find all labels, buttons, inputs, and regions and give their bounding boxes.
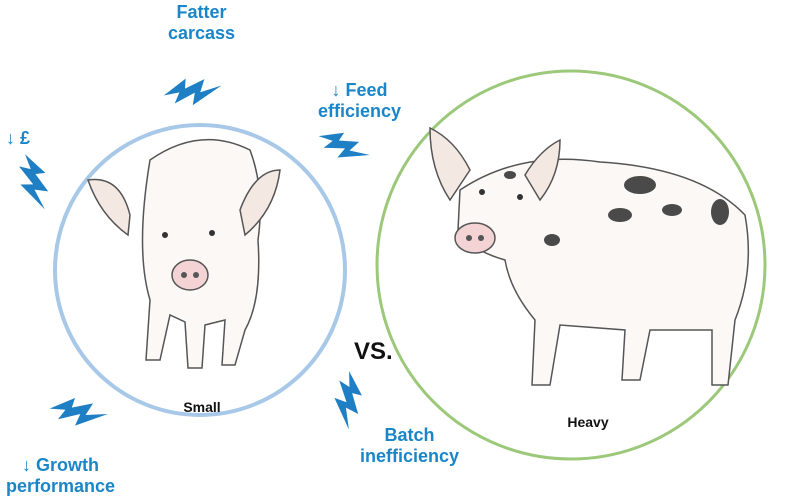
bolt-feed-efficiency-icon xyxy=(317,119,370,174)
effect-feed-efficiency-line2: efficiency xyxy=(318,101,401,122)
effect-feed-efficiency: ↓ Feed efficiency xyxy=(318,80,401,122)
bolt-batch-inefficiency-icon xyxy=(319,370,378,430)
effect-batch-inefficiency-line1: Batch xyxy=(360,425,459,446)
bolt-growth-performance-icon xyxy=(48,382,107,441)
effect-fatter-carcass-line1: Fatter xyxy=(168,2,235,23)
effect-fatter-carcass: Fatter carcass xyxy=(168,2,235,44)
bolt-fatter-carcass-icon xyxy=(163,63,221,119)
effect-batch-inefficiency: Batch inefficiency xyxy=(360,425,459,467)
small-pig-label: Small xyxy=(172,399,232,415)
effect-money-text: ↓ £ xyxy=(6,128,30,149)
heavy-pig-label: Heavy xyxy=(558,414,618,430)
effect-fatter-carcass-line2: carcass xyxy=(168,23,235,44)
heavy-pig-illustration xyxy=(430,128,748,385)
effect-growth-performance-line2: performance xyxy=(6,476,115,497)
bolt-money-icon xyxy=(8,154,60,210)
effect-batch-inefficiency-line2: inefficiency xyxy=(360,446,459,467)
versus-label: VS. xyxy=(354,338,393,366)
effect-money: ↓ £ xyxy=(6,128,30,149)
effect-growth-performance: ↓ Growth performance xyxy=(6,455,115,497)
small-pig-illustration xyxy=(88,140,280,368)
effect-growth-performance-line1: ↓ Growth xyxy=(6,455,115,476)
effect-feed-efficiency-line1: ↓ Feed xyxy=(318,80,401,101)
